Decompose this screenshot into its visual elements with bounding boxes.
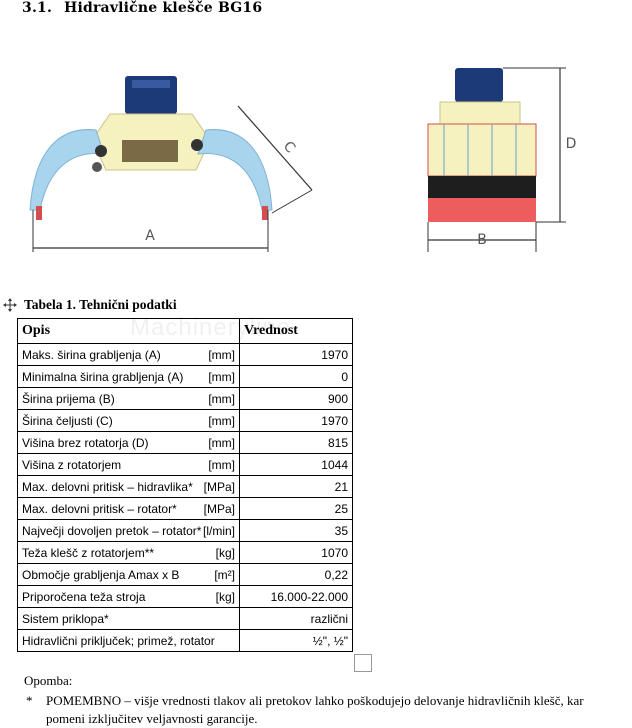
move-handle-icon[interactable]: [3, 298, 17, 312]
front-view: A C: [29, 76, 313, 252]
row-description: Teža klešč z rotatorjem**: [22, 545, 155, 560]
right-jaw: [197, 129, 273, 211]
row-value: 25: [239, 497, 353, 520]
note-asterisk: *: [26, 693, 33, 708]
row-value: 1970: [239, 343, 353, 366]
specs-table: Opis Vrednost Maks. širina grabljenja (A…: [17, 318, 353, 652]
header-value: Vrednost: [239, 318, 353, 344]
row-unit: [mm]: [208, 369, 235, 384]
row-description: Priporočena teža stroja: [22, 589, 146, 604]
table-row: Območje grabljenja Amax x B [m²] 0,22: [17, 563, 353, 586]
table-row: Višina z rotatorjem [mm] 1044: [17, 453, 353, 476]
dim-b-label: B: [477, 232, 487, 248]
table-row: Višina brez rotatorja (D) [mm] 815: [17, 431, 353, 454]
table-row: Širina čeljusti (C) [mm] 1970: [17, 409, 353, 432]
table-row: Sistem priklopa* različni: [17, 607, 353, 630]
side-dark-band: [428, 176, 536, 198]
table-row: Teža klešč z rotatorjem** [kg] 1070: [17, 541, 353, 564]
row-value: 815: [239, 431, 353, 454]
row-description: Hidravlični priključek; primež, rotator: [22, 633, 215, 648]
table-row: Max. delovni pritisk – hidravlika* [MPa] 2…: [17, 475, 353, 498]
side-rotator-cap: [455, 68, 503, 102]
row-value: 35: [239, 519, 353, 542]
row-unit: [kg]: [215, 589, 235, 604]
row-description: Širina prijema (B): [22, 391, 115, 406]
row-unit: [MPa]: [203, 479, 235, 494]
section-number: 3.1.: [22, 0, 53, 16]
row-value: 0: [239, 365, 353, 388]
table-row: Največji dovoljen pretok – rotator*[l/mi…: [17, 519, 353, 542]
row-description: Širina čeljusti (C): [22, 413, 113, 428]
row-unit: [MPa]: [203, 501, 235, 516]
table-header-row: Opis Vrednost: [17, 318, 353, 344]
row-description: Max. delovni pritisk – rotator*: [22, 501, 177, 516]
row-description: Maks. širina grabljenja (A): [22, 347, 161, 362]
note-body: * POMEMBNO – višje vrednosti tlakov ali p…: [26, 692, 632, 728]
row-description: Sistem priklopa*: [22, 611, 109, 626]
table-row: Minimalna širina grabljenja (A) [mm] 0: [17, 365, 353, 388]
dim-a-label: A: [145, 228, 155, 244]
section-heading: 3.1. Hidravlične klešče BG16: [22, 0, 262, 16]
header-description: Opis: [17, 318, 240, 344]
dim-c-label: C: [280, 138, 299, 156]
row-unit: [kg]: [215, 545, 235, 560]
row-description: Območje grabljenja Amax x B: [22, 567, 180, 582]
table-row: Max. delovni pritisk – rotator* [MPa] 25: [17, 497, 353, 520]
table-row: Priporočena teža stroja [kg] 16.000-22.000: [17, 585, 353, 608]
table-end-marker: [354, 654, 372, 672]
row-description: Višina brez rotatorja (D): [22, 435, 149, 450]
row-description: Največji dovoljen pretok – rotator*: [22, 523, 202, 538]
row-description: Max. delovni pritisk – hidravlika*: [22, 479, 193, 494]
row-unit: [mm]: [208, 435, 235, 450]
row-unit: [mm]: [208, 413, 235, 428]
row-unit: [mm]: [208, 347, 235, 362]
side-view: B D: [427, 67, 577, 252]
section-title: Hidravlične klešče BG16: [64, 0, 263, 16]
dim-d-label: D: [566, 136, 577, 152]
table-row: Širina prijema (B) [mm] 900: [17, 387, 353, 410]
row-value: 900: [239, 387, 353, 410]
row-value: različni: [239, 607, 353, 630]
note-line-1: POMEMBNO – višje vrednosti tlakov ali pr…: [46, 693, 584, 708]
side-body: [427, 123, 537, 177]
row-value: 21: [239, 475, 353, 498]
row-value: 1044: [239, 453, 353, 476]
row-unit: [l/min]: [202, 523, 235, 538]
row-value: ½", ½": [239, 629, 353, 652]
row-unit: [mm]: [208, 457, 235, 472]
table-row: Hidravlični priključek; primež, rotator ½…: [17, 629, 353, 652]
left-jaw: [29, 129, 105, 211]
row-value: 1070: [239, 541, 353, 564]
row-value: 0,22: [239, 563, 353, 586]
dim-c-line: [237, 105, 313, 191]
grapple-drawing: A C B D: [29, 67, 577, 252]
note-title: Opomba:: [24, 673, 73, 688]
row-value: 16.000-22.000: [239, 585, 353, 608]
row-value: 1970: [239, 409, 353, 432]
note-line-2: pomeni izključitev veljavnosti garancije…: [46, 711, 258, 726]
row-unit: [m²]: [214, 567, 235, 582]
row-description: Minimalna širina grabljenja (A): [22, 369, 184, 384]
row-description: Višina z rotatorjem: [22, 457, 122, 472]
row-unit: [mm]: [208, 391, 235, 406]
table-row: Maks. širina grabljenja (A) [mm] 1970: [17, 343, 353, 366]
side-red-band: [428, 198, 536, 222]
table-caption: Tabela 1. Tehnični podatki: [24, 297, 177, 312]
